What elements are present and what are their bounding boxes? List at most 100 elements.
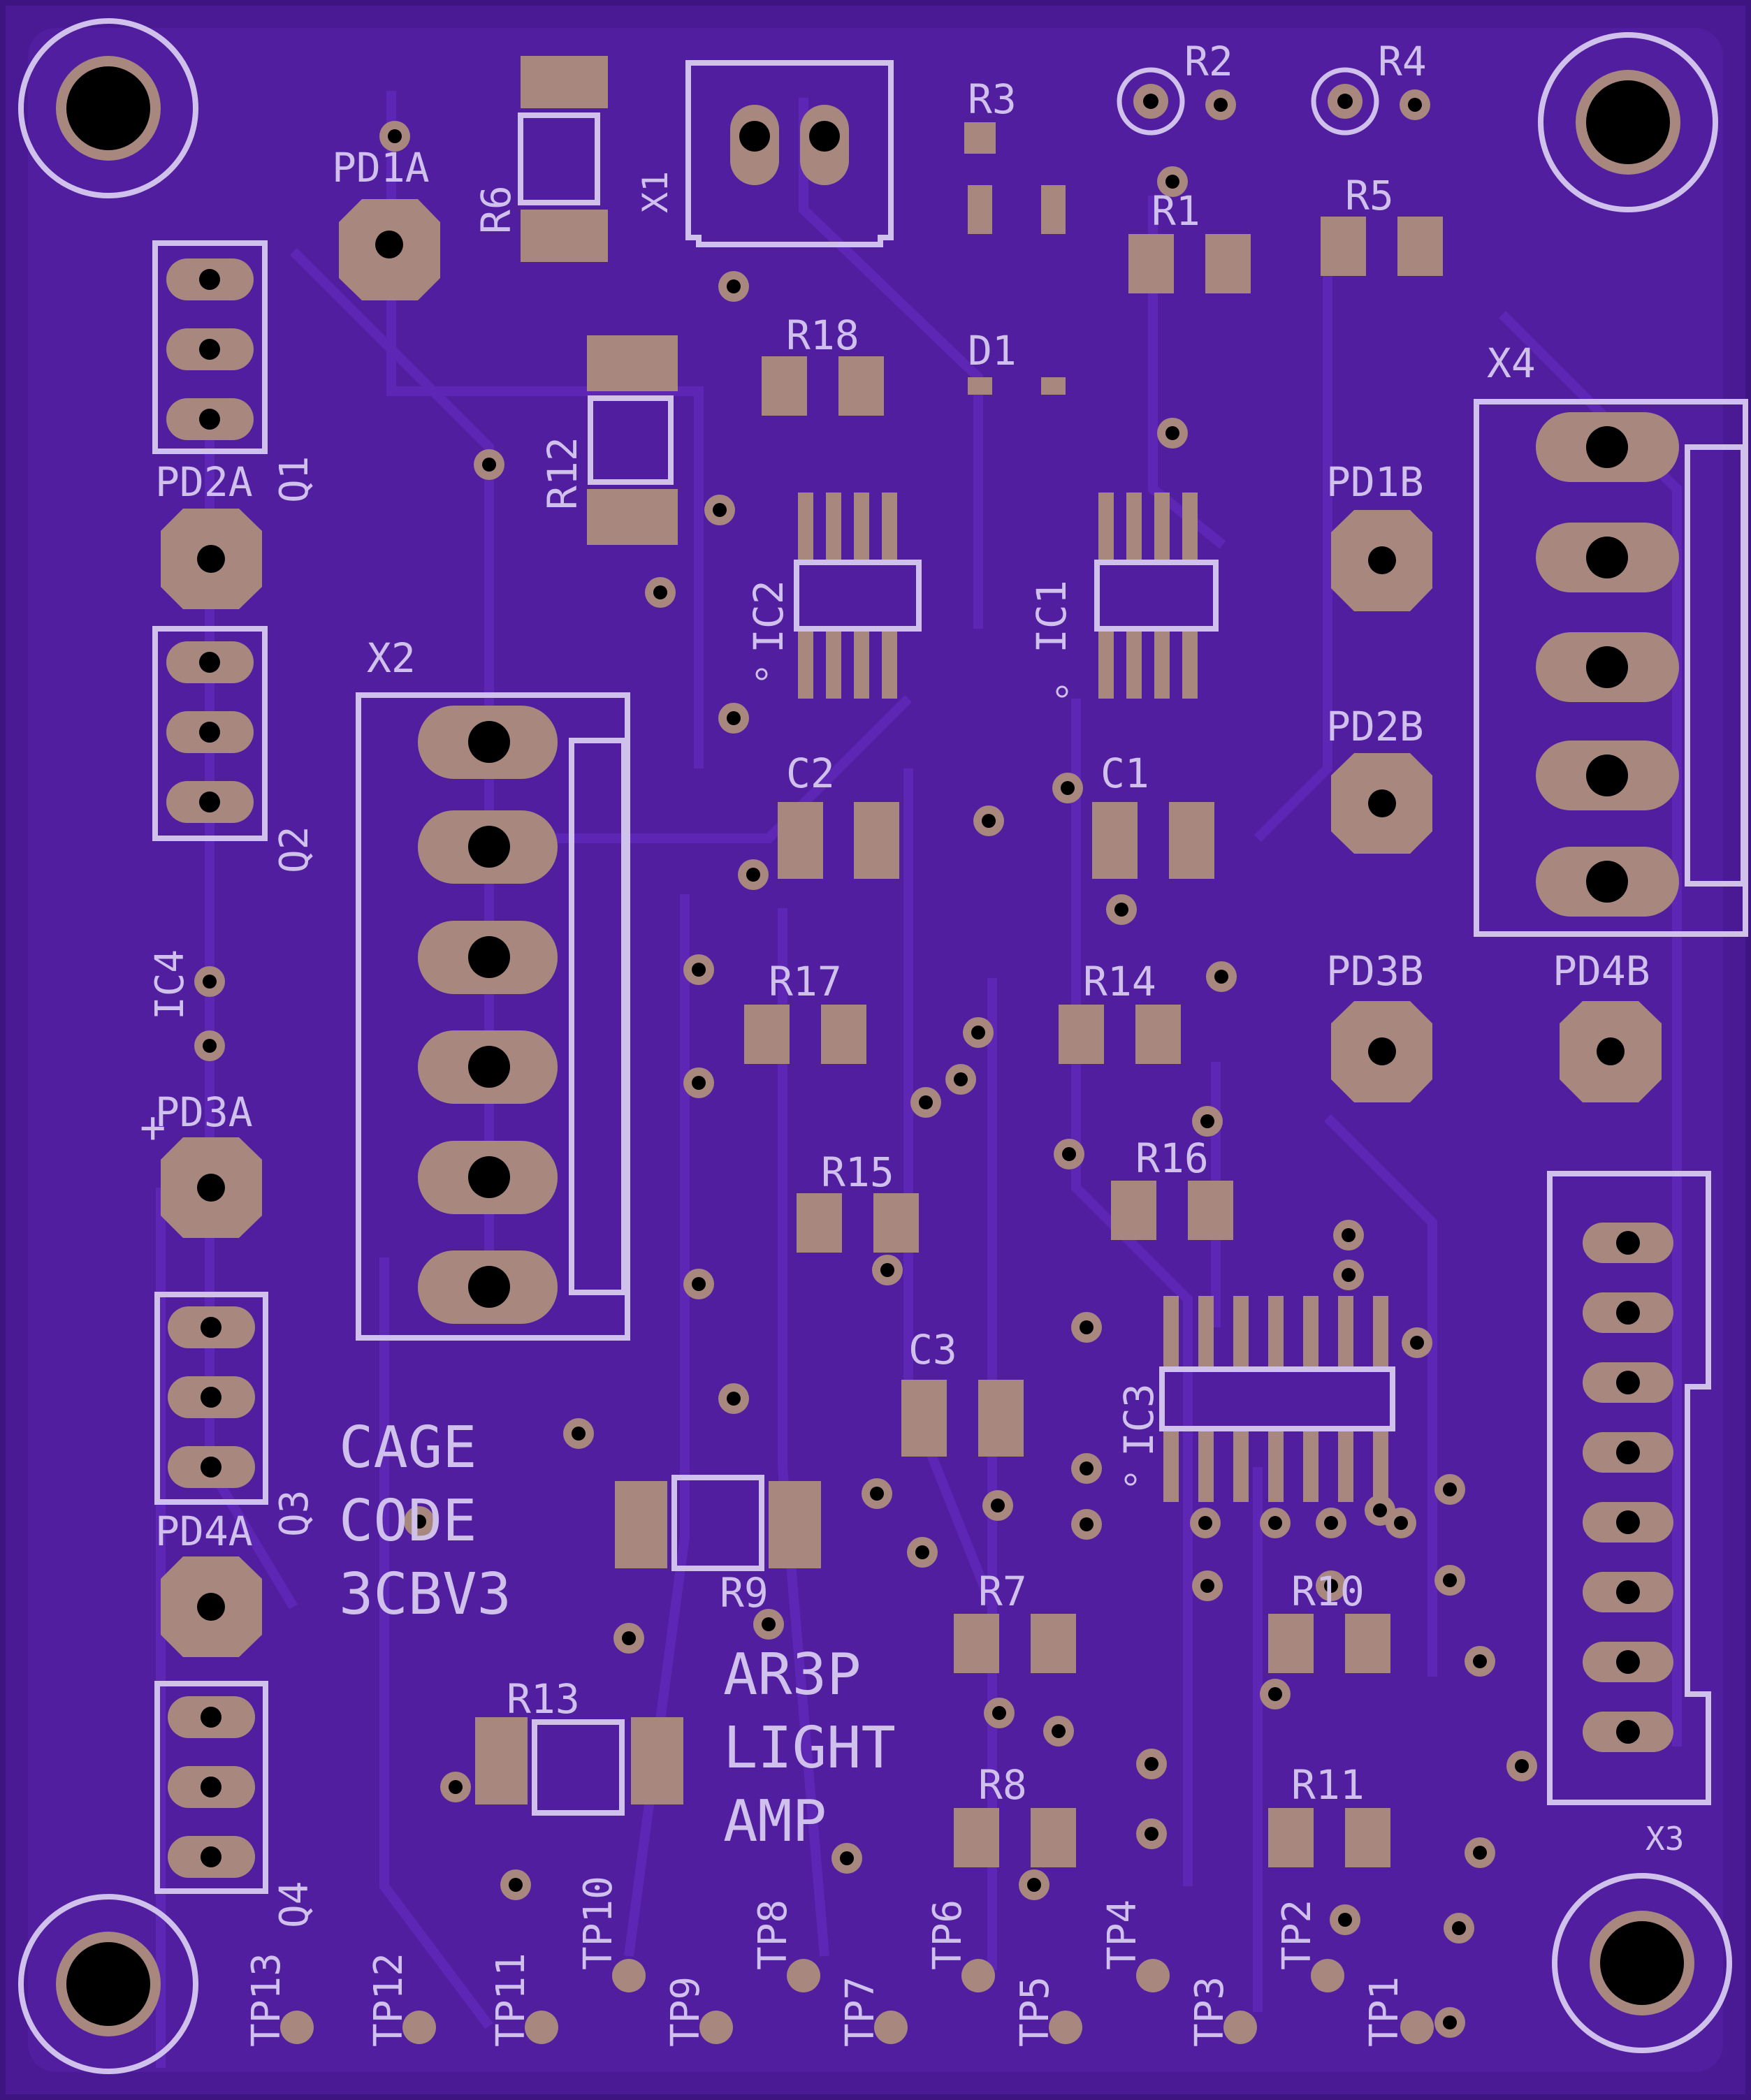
- label-pd3b: PD3B: [1326, 947, 1424, 995]
- via: [973, 805, 1004, 836]
- label-tp11: TP11: [488, 1953, 534, 2047]
- via: [1206, 961, 1237, 992]
- vias: [379, 121, 1537, 2038]
- label-c3: C3: [908, 1326, 957, 1373]
- ic4-pins: [194, 966, 225, 1061]
- via: [1260, 1679, 1291, 1709]
- label-tp6: TP6: [925, 1900, 971, 1970]
- test-point-pad: [402, 2011, 436, 2044]
- label-tp1: TP1: [1362, 1976, 1407, 2047]
- product-line-1: AR3P: [723, 1642, 861, 1708]
- test-point-pad: [961, 1959, 995, 1992]
- label-r18: R18: [786, 312, 859, 359]
- mounting-hole: [18, 18, 198, 198]
- via: [683, 1067, 714, 1098]
- via: [718, 1383, 749, 1414]
- ic2-package: [755, 493, 922, 699]
- via: [1434, 1565, 1465, 1596]
- test-point-pad: [1400, 2011, 1434, 2044]
- via: [1260, 1508, 1291, 1538]
- via: [1071, 1312, 1102, 1343]
- label-d1: D1: [968, 327, 1017, 374]
- via: [1136, 1818, 1167, 1849]
- label-r6: R6: [472, 185, 520, 234]
- label-r12: R12: [539, 437, 586, 510]
- label-tp10: TP10: [576, 1876, 621, 1970]
- via: [718, 271, 749, 302]
- silkscreen-labels: PD1A PD2A PD3A PD4A PD1B PD2B PD3B PD4B …: [140, 38, 1684, 2047]
- label-tp12: TP12: [366, 1953, 412, 2047]
- label-tp7: TP7: [838, 1976, 883, 2047]
- label-tp2: TP2: [1274, 1900, 1320, 1970]
- label-r4: R4: [1378, 38, 1427, 85]
- label-r1: R1: [1151, 187, 1200, 235]
- via: [704, 495, 735, 525]
- label-c2: C2: [786, 750, 835, 797]
- via: [1071, 1509, 1102, 1540]
- via: [1192, 1570, 1223, 1601]
- cage-line-1: CAGE: [339, 1415, 477, 1481]
- via: [1465, 1646, 1495, 1677]
- label-pd1a: PD1A: [332, 144, 430, 191]
- pad-pd1b: [1331, 510, 1432, 611]
- label-pd1b: PD1B: [1326, 458, 1424, 506]
- photodiode-pads: [161, 199, 1662, 1657]
- test-point-pad: [280, 2011, 314, 2044]
- label-pd4a: PD4A: [155, 1508, 253, 1555]
- via: [1190, 1508, 1221, 1538]
- label-r9: R9: [720, 1569, 769, 1617]
- copper-pour: [28, 28, 1723, 2072]
- via: [1465, 1837, 1495, 1868]
- test-points: [280, 1959, 1434, 2044]
- via: [945, 1064, 976, 1095]
- mounting-hole: [1552, 1873, 1732, 2053]
- via: [1054, 1139, 1084, 1169]
- label-r14: R14: [1083, 958, 1156, 1005]
- via: [500, 1869, 531, 1900]
- via: [982, 1490, 1013, 1521]
- label-tp4: TP4: [1100, 1900, 1145, 1970]
- mounting-hole: [1538, 32, 1718, 212]
- via: [1330, 1904, 1360, 1935]
- connector-x4: [1474, 399, 1748, 937]
- label-ic1: IC1: [1028, 580, 1075, 653]
- label-r5: R5: [1345, 172, 1394, 219]
- test-point-pad: [1136, 1959, 1170, 1992]
- label-ic4: IC4: [147, 949, 193, 1020]
- label-x4: X4: [1487, 340, 1536, 387]
- via: [613, 1623, 644, 1654]
- pad-pd4a: [161, 1556, 262, 1657]
- transistor-q2: [152, 626, 268, 841]
- cage-line-3: 3CBV3: [339, 1561, 511, 1628]
- via: [563, 1418, 594, 1449]
- traces: [156, 91, 1682, 2068]
- label-r15: R15: [821, 1149, 894, 1196]
- pad-pd4b: [1560, 1001, 1662, 1102]
- via: [1444, 1913, 1474, 1944]
- via: [1192, 1106, 1223, 1137]
- label-pd2a: PD2A: [155, 458, 253, 506]
- via: [474, 449, 504, 480]
- label-r2: R2: [1184, 38, 1233, 85]
- label-r16: R16: [1135, 1135, 1209, 1182]
- pad-pd2a: [161, 509, 262, 609]
- connector-x3: [1547, 1171, 1711, 1805]
- via: [831, 1843, 862, 1874]
- test-point-pad: [525, 2011, 558, 2044]
- label-tp9: TP9: [663, 1976, 709, 2047]
- label-pd2b: PD2B: [1326, 703, 1424, 750]
- test-point-pad: [874, 2011, 908, 2044]
- via: [1157, 418, 1188, 449]
- label-q2: Q2: [272, 826, 317, 873]
- pad-pd1a: [339, 199, 440, 300]
- via: [1106, 894, 1137, 925]
- via: [1333, 1260, 1364, 1290]
- transistor-q4: [154, 1681, 268, 1894]
- test-point-pad: [1223, 2011, 1257, 2044]
- label-r8: R8: [978, 1761, 1027, 1809]
- label-r17: R17: [769, 958, 842, 1005]
- via: [683, 954, 714, 985]
- label-tp3: TP3: [1187, 1976, 1233, 2047]
